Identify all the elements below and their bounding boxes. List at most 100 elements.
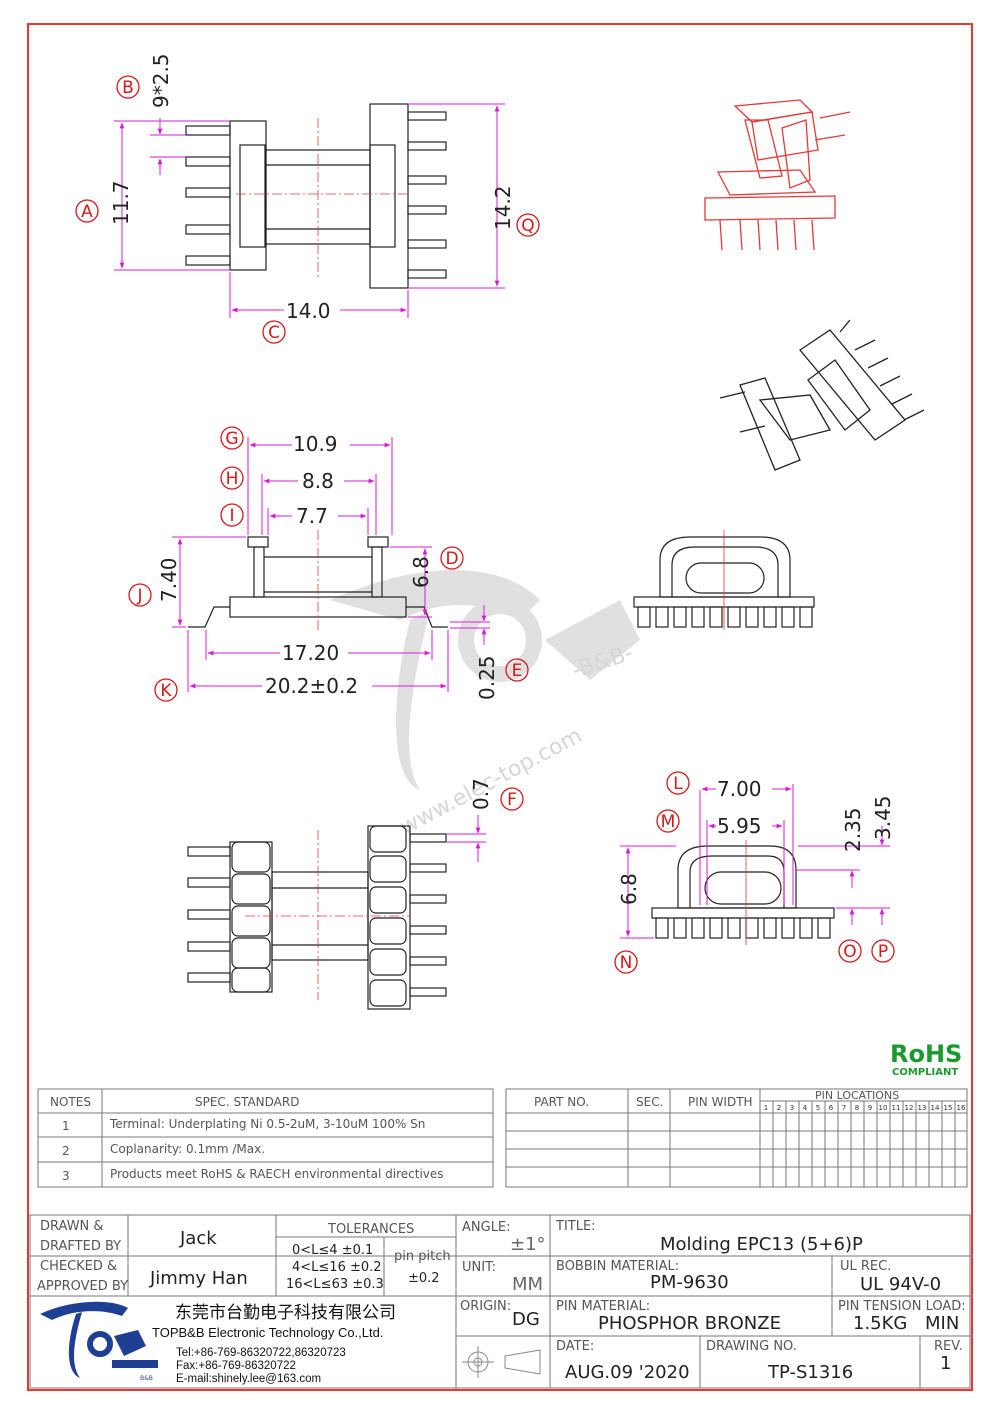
pin-pitch-value: ±0.2	[408, 1271, 440, 1286]
title-label: TITLE:	[555, 1219, 596, 1234]
pinmat-value: PHOSPHOR BRONZE	[598, 1313, 781, 1334]
dim-Q-value: 14.2	[491, 185, 515, 230]
top-view-right-pins	[407, 111, 447, 279]
company-tel: Tel:+86-769-86320722,86320723	[176, 1347, 346, 1359]
dim-O-value: 2.35	[841, 807, 865, 852]
dim-I-value: 7.7	[296, 504, 328, 528]
title-block-grid	[29, 1214, 971, 1389]
label-Q: Q	[521, 216, 534, 236]
pin-num-5: 5	[816, 1104, 820, 1112]
label-H: H	[226, 469, 239, 489]
pin-num-10: 10	[879, 1104, 888, 1112]
bottom-view-left-pins	[187, 841, 271, 993]
bobbin-value: PM-9630	[650, 1272, 729, 1293]
angle-value: ±1°	[510, 1234, 546, 1255]
bottom-view-right-pins	[369, 825, 447, 1007]
pin-num-3: 3	[790, 1104, 794, 1112]
note-num-3: 3	[62, 1169, 70, 1183]
pin-num-2: 2	[777, 1104, 781, 1112]
pin-num-1: 1	[764, 1104, 768, 1112]
dim-G-value: 10.9	[293, 432, 338, 456]
pin-pitch-label: pin pitch	[394, 1249, 451, 1264]
pin-numbers: 1 2 3 4 5 6 7 8 9 10 11 12 13 14 15 16	[764, 1104, 966, 1112]
company-logo: B&B	[40, 1301, 158, 1382]
dim-C-value: 14.0	[286, 299, 331, 323]
notes-header: NOTES	[50, 1095, 91, 1109]
tolerances-label: TOLERANCES	[327, 1222, 414, 1237]
pin-num-7: 7	[842, 1104, 846, 1112]
pin-num-9: 9	[868, 1104, 872, 1112]
pin-width-header: PIN WIDTH	[688, 1095, 753, 1109]
label-K: K	[160, 681, 172, 701]
note-text-3: Products meet RoHS & RAECH environmental…	[110, 1167, 444, 1181]
top-view-dimensions	[114, 103, 505, 318]
tension-value: 1.5KG	[853, 1313, 907, 1334]
label-M: M	[661, 812, 676, 832]
checked-label-1: CHECKED &	[40, 1259, 117, 1274]
front-view-pins	[637, 606, 813, 628]
company-fax: Fax:+86-769-86320722	[176, 1360, 296, 1372]
bobbin-label: BOBBIN MATERIAL:	[556, 1259, 679, 1274]
label-P: P	[878, 942, 888, 962]
tension-label: PIN TENSION LOAD:	[838, 1299, 966, 1314]
pinmat-label: PIN MATERIAL:	[556, 1299, 650, 1314]
note-text-1: Terminal: Underplating Ni 0.5-2uM, 3-10u…	[109, 1117, 425, 1131]
ul-label: UL REC.	[840, 1259, 891, 1274]
callout-labels	[75, 75, 895, 974]
iso-view-top	[704, 99, 851, 251]
angle-label: ANGLE:	[462, 1220, 511, 1235]
front-view-2-pins	[655, 917, 831, 939]
origin-label: ORIGIN:	[460, 1299, 511, 1314]
pin-num-16: 16	[957, 1104, 966, 1112]
front-view-2	[651, 845, 835, 939]
tol-3: 16<L≤63 ±0.3	[286, 1277, 384, 1292]
drawn-label-1: DRAWN &	[40, 1219, 104, 1234]
top-view	[185, 103, 447, 289]
iso-view-bottom	[719, 319, 925, 471]
sec-header: SEC.	[636, 1095, 663, 1109]
label-O: O	[843, 942, 856, 962]
dim-N-value: 6.8	[617, 873, 641, 905]
label-D: D	[445, 549, 458, 569]
rev-label: REV.	[934, 1339, 963, 1354]
label-I: I	[229, 506, 234, 526]
front-view	[633, 536, 815, 628]
company-name-cn: 东莞市台勤电子科技有限公司	[175, 1303, 396, 1323]
spec-header: SPEC. STANDARD	[195, 1095, 299, 1109]
dwg-label: DRAWING NO.	[706, 1339, 797, 1354]
label-J: J	[136, 586, 142, 606]
tol-1: 0<L≤4 ±0.1	[292, 1243, 373, 1258]
ul-value: UL 94V-0	[860, 1274, 941, 1295]
dim-P-value: 3.45	[871, 795, 895, 840]
origin-value: DG	[512, 1309, 540, 1330]
notes-table	[37, 1088, 494, 1188]
drawn-label-2: DRAFTED BY	[40, 1239, 121, 1254]
rohs-title: RoHS	[890, 1040, 962, 1068]
checked-value: Jimmy Han	[149, 1268, 248, 1289]
dwg-value: TP-S1316	[767, 1362, 853, 1383]
tol-2: 4<L≤16 ±0.2	[292, 1260, 382, 1275]
pin-num-6: 6	[829, 1104, 834, 1112]
pin-num-4: 4	[803, 1104, 808, 1112]
rohs-subtitle: COMPLIANT	[892, 1067, 958, 1078]
pin-num-14: 14	[931, 1104, 940, 1112]
label-F: F	[507, 790, 517, 810]
dim-H-value: 8.8	[302, 469, 334, 493]
date-label: DATE:	[556, 1339, 594, 1354]
dim-K-value: 20.2±0.2	[265, 674, 358, 698]
company-name-en: TOPB&B Electronic Technology Co.,Ltd.	[152, 1325, 383, 1340]
pin-locations-header: PIN LOCATIONS	[815, 1089, 899, 1102]
tension-min: MIN	[925, 1313, 959, 1334]
unit-value: MM	[512, 1274, 543, 1295]
pin-num-15: 15	[944, 1104, 953, 1112]
checked-label-2: APPROVED BY	[37, 1279, 128, 1294]
label-L: L	[673, 774, 683, 794]
rohs-badge: RoHS COMPLIANT	[890, 1040, 962, 1078]
dim-J-value: 7.40	[157, 557, 181, 602]
label-G: G	[225, 429, 238, 449]
top-view-left-pins	[185, 125, 231, 266]
parts-table	[505, 1088, 968, 1188]
note-num-2: 2	[62, 1144, 70, 1158]
dim-inner-value: 17.20	[282, 641, 339, 665]
label-C: C	[268, 323, 280, 343]
